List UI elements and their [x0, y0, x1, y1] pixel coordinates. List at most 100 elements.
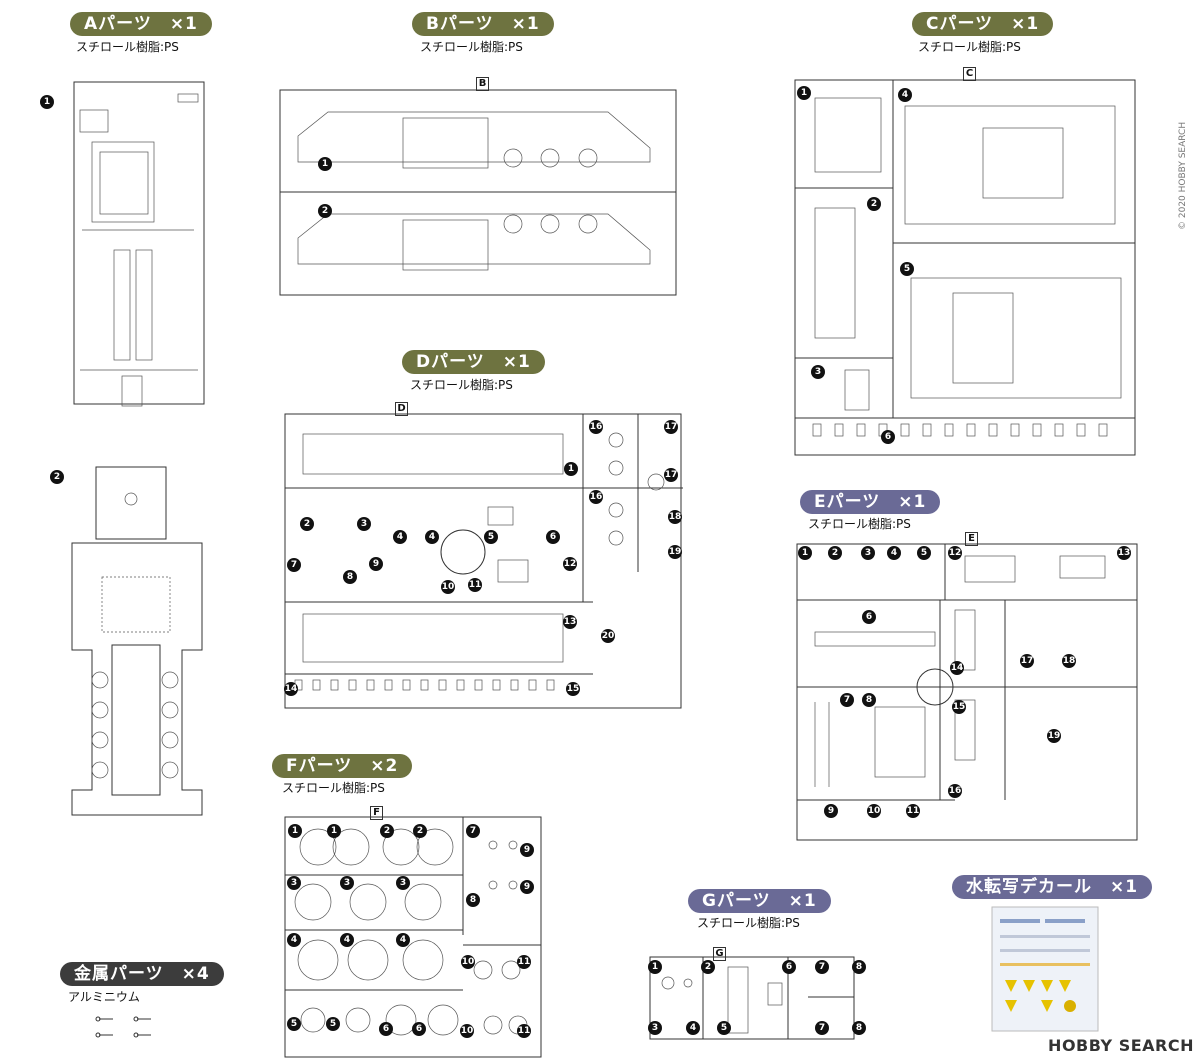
- f-part-number-3b: 3: [340, 876, 354, 890]
- a-parts-title: Aパーツ ×1: [70, 12, 212, 36]
- b-parts-title: Bパーツ ×1: [412, 12, 554, 36]
- a-part-2-drawing: [71, 466, 203, 816]
- d-part-number-10: 10: [441, 580, 455, 594]
- g-parts-material: スチロール樹脂:PS: [697, 916, 800, 930]
- f-part-number-6b: 6: [412, 1022, 426, 1036]
- e-part-number-19: 19: [1047, 729, 1061, 743]
- a-parts-material: スチロール樹脂:PS: [76, 40, 179, 54]
- f-parts-material: スチロール樹脂:PS: [282, 781, 385, 795]
- c-part-number-6: 6: [881, 430, 895, 444]
- d-part-number-12: 12: [563, 557, 577, 571]
- d-part-number-1: 1: [564, 462, 578, 476]
- e-part-number-4: 4: [887, 546, 901, 560]
- e-part-number-12: 12: [948, 546, 962, 560]
- e-part-number-16: 16: [948, 784, 962, 798]
- c-sprue-frame: [794, 79, 1136, 456]
- d-part-number-8: 8: [343, 570, 357, 584]
- f-part-number-4b: 4: [340, 933, 354, 947]
- d-part-number-16a: 16: [589, 420, 603, 434]
- d-part-number-7: 7: [287, 558, 301, 572]
- decal-title: 水転写デカール ×1: [952, 875, 1153, 899]
- f-part-number-4c: 4: [396, 933, 410, 947]
- d-part-number-9: 9: [369, 557, 383, 571]
- g-part-number-2: 2: [701, 960, 715, 974]
- d-part-number-15: 15: [566, 682, 580, 696]
- e-part-number-15: 15: [952, 700, 966, 714]
- g-part-number-7b: 7: [815, 1021, 829, 1035]
- b-parts-material: スチロール樹脂:PS: [420, 40, 523, 54]
- g-part-number-6: 6: [782, 960, 796, 974]
- d-part-number-3: 3: [357, 517, 371, 531]
- d-part-number-19: 19: [668, 545, 682, 559]
- d-part-number-13: 13: [563, 615, 577, 629]
- e-part-number-5: 5: [917, 546, 931, 560]
- b-sprue-frame: [279, 89, 677, 296]
- decal-sheet-drawing: [991, 906, 1099, 1032]
- e-part-number-18: 18: [1062, 654, 1076, 668]
- e-parts-title: Eパーツ ×1: [800, 490, 941, 514]
- e-part-number-8: 8: [862, 693, 876, 707]
- f-part-number-3c: 3: [396, 876, 410, 890]
- c-part-number-2: 2: [867, 197, 881, 211]
- d-parts-title: Dパーツ ×1: [402, 350, 545, 374]
- f-sprue-frame: [284, 816, 542, 1058]
- f-part-number-2b: 2: [413, 824, 427, 838]
- b-part-number-2: 2: [318, 204, 332, 218]
- metal-parts-material: アルミニウム: [68, 990, 140, 1004]
- e-part-number-9: 9: [824, 804, 838, 818]
- c-part-number-5: 5: [900, 262, 914, 276]
- f-part-number-7: 7: [466, 824, 480, 838]
- copyright-text: © 2020 HOBBY SEARCH: [1178, 121, 1188, 230]
- d-parts-material: スチロール樹脂:PS: [410, 378, 513, 392]
- f-part-number-9a: 9: [520, 843, 534, 857]
- b-part-number-1: 1: [318, 157, 332, 171]
- f-part-number-10b: 10: [460, 1024, 474, 1038]
- g-part-number-4: 4: [686, 1021, 700, 1035]
- f-part-number-2a: 2: [380, 824, 394, 838]
- f-part-number-11b: 11: [517, 1024, 531, 1038]
- g-part-number-1: 1: [648, 960, 662, 974]
- e-part-number-6: 6: [862, 610, 876, 624]
- d-part-number-18: 18: [668, 510, 682, 524]
- g-part-number-3: 3: [648, 1021, 662, 1035]
- c-part-number-3: 3: [811, 365, 825, 379]
- c-parts-title: Cパーツ ×1: [912, 12, 1054, 36]
- f-part-number-1b: 1: [327, 824, 341, 838]
- d-part-number-14: 14: [284, 682, 298, 696]
- f-part-number-5b: 5: [326, 1017, 340, 1031]
- d-part-number-5: 5: [484, 530, 498, 544]
- e-part-number-7: 7: [840, 693, 854, 707]
- f-part-number-11a: 11: [517, 955, 531, 969]
- e-part-number-10: 10: [867, 804, 881, 818]
- g-part-number-8a: 8: [852, 960, 866, 974]
- d-part-number-20: 20: [601, 629, 615, 643]
- a-part-number-2: 2: [50, 470, 64, 484]
- g-parts-title: Gパーツ ×1: [688, 889, 831, 913]
- f-part-number-6a: 6: [379, 1022, 393, 1036]
- f-part-number-1a: 1: [288, 824, 302, 838]
- e-part-number-1: 1: [798, 546, 812, 560]
- d-part-number-16b: 16: [589, 490, 603, 504]
- e-part-number-17: 17: [1020, 654, 1034, 668]
- a-part-number-1: 1: [40, 95, 54, 109]
- g-part-number-5: 5: [717, 1021, 731, 1035]
- e-part-number-3: 3: [861, 546, 875, 560]
- metal-rivets-drawing: [95, 1016, 151, 1038]
- d-part-number-6: 6: [546, 530, 560, 544]
- e-part-number-13: 13: [1117, 546, 1131, 560]
- g-part-number-7a: 7: [815, 960, 829, 974]
- e-parts-material: スチロール樹脂:PS: [808, 517, 911, 531]
- a-part-1-drawing: [73, 81, 205, 407]
- f-part-number-10a: 10: [461, 955, 475, 969]
- c-parts-material: スチロール樹脂:PS: [918, 40, 1021, 54]
- f-part-number-4a: 4: [287, 933, 301, 947]
- e-part-number-11: 11: [906, 804, 920, 818]
- d-part-number-17b: 17: [664, 468, 678, 482]
- d-part-number-11: 11: [468, 578, 482, 592]
- c-part-number-1: 1: [797, 86, 811, 100]
- d-sprue-frame: [284, 413, 683, 709]
- g-part-number-8b: 8: [852, 1021, 866, 1035]
- f-part-number-3a: 3: [287, 876, 301, 890]
- e-sprue-tag: E: [965, 532, 978, 546]
- e-part-number-14: 14: [950, 661, 964, 675]
